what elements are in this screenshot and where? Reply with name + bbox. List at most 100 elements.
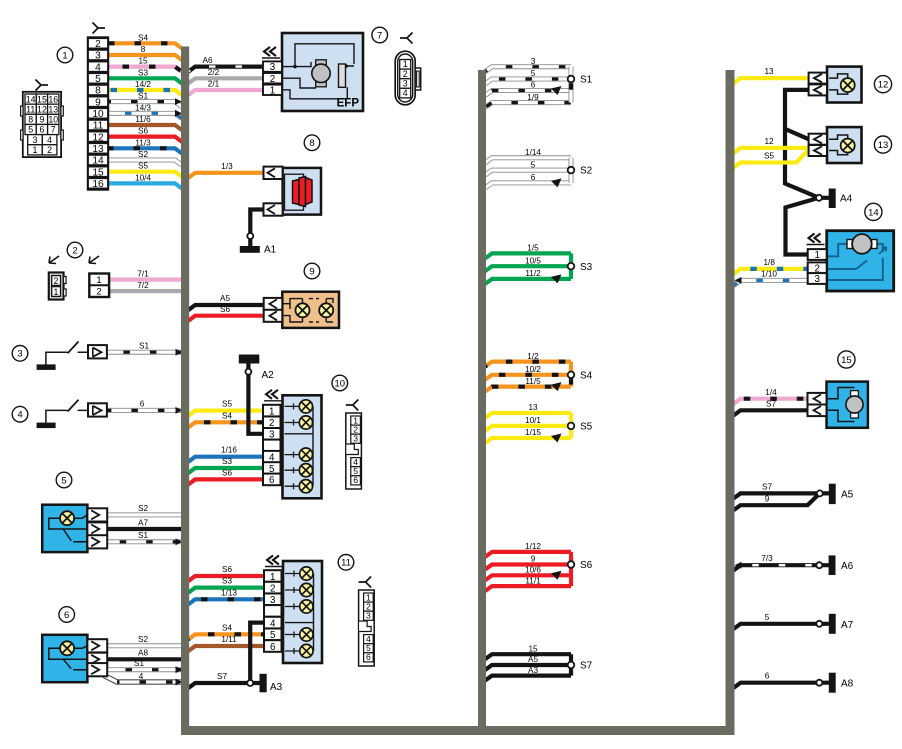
svg-text:S4: S4: [222, 411, 232, 420]
svg-text:4: 4: [47, 135, 52, 145]
svg-text:S5: S5: [222, 400, 232, 409]
svg-text:1/2: 1/2: [527, 352, 539, 361]
svg-text:12: 12: [92, 132, 104, 143]
svg-text:4: 4: [353, 457, 358, 467]
svg-text:4: 4: [139, 672, 144, 681]
svg-text:3: 3: [353, 434, 358, 444]
svg-text:12: 12: [878, 80, 889, 91]
svg-text:6: 6: [64, 610, 69, 621]
svg-text:5: 5: [61, 475, 66, 486]
svg-text:1: 1: [269, 406, 274, 417]
svg-text:2: 2: [270, 74, 275, 85]
svg-text:S7: S7: [217, 672, 227, 681]
svg-text:S2: S2: [580, 166, 593, 177]
svg-text:3: 3: [366, 611, 371, 621]
svg-text:6: 6: [39, 125, 44, 135]
svg-text:1: 1: [403, 59, 408, 69]
svg-text:3: 3: [269, 430, 275, 441]
svg-text:8: 8: [309, 138, 314, 149]
svg-text:14: 14: [26, 94, 36, 104]
svg-text:3: 3: [270, 595, 276, 606]
svg-text:9: 9: [95, 97, 101, 108]
svg-text:15: 15: [138, 57, 148, 66]
svg-text:S1: S1: [138, 531, 148, 540]
svg-text:13: 13: [878, 140, 889, 151]
svg-text:1: 1: [62, 50, 67, 61]
svg-text:11/3: 11/3: [135, 138, 151, 147]
svg-text:4: 4: [366, 634, 371, 644]
svg-text:9: 9: [765, 494, 770, 503]
svg-text:14: 14: [92, 156, 104, 167]
svg-text:S6: S6: [222, 565, 232, 574]
svg-text:6: 6: [270, 642, 276, 653]
svg-text:3: 3: [270, 62, 276, 73]
svg-text:15: 15: [841, 355, 852, 366]
svg-text:1/15: 1/15: [525, 428, 541, 437]
svg-text:10/6: 10/6: [525, 566, 541, 575]
svg-text:1: 1: [270, 85, 275, 96]
svg-text:6: 6: [765, 672, 770, 681]
svg-text:2: 2: [54, 276, 59, 286]
svg-text:1/10: 1/10: [761, 270, 777, 279]
svg-text:10/1: 10/1: [525, 416, 541, 425]
svg-text:A5: A5: [841, 489, 854, 500]
svg-text:15: 15: [92, 167, 104, 178]
svg-text:S4: S4: [138, 33, 148, 42]
svg-text:S5: S5: [138, 162, 148, 171]
svg-text:S2: S2: [138, 150, 148, 159]
svg-text:3: 3: [17, 349, 22, 360]
svg-text:15: 15: [528, 644, 538, 653]
svg-text:5: 5: [765, 613, 770, 622]
svg-text:4: 4: [95, 62, 101, 73]
svg-text:2: 2: [95, 39, 101, 50]
svg-text:2: 2: [270, 583, 275, 594]
svg-text:S6: S6: [580, 560, 593, 571]
svg-text:A7: A7: [138, 518, 148, 527]
svg-text:14/2: 14/2: [135, 80, 151, 89]
svg-text:7: 7: [377, 30, 382, 41]
svg-text:6: 6: [140, 400, 145, 409]
svg-text:2/2: 2/2: [208, 68, 220, 77]
svg-text:5: 5: [353, 466, 358, 476]
svg-text:A1: A1: [264, 245, 277, 256]
svg-text:9: 9: [309, 266, 314, 277]
svg-text:S1: S1: [134, 659, 144, 668]
svg-text:6: 6: [531, 81, 536, 90]
svg-text:2: 2: [96, 286, 101, 297]
svg-text:11: 11: [26, 104, 35, 114]
svg-text:7: 7: [51, 125, 56, 135]
svg-text:S7: S7: [766, 400, 776, 409]
svg-text:1: 1: [33, 145, 38, 155]
svg-text:5: 5: [269, 464, 275, 475]
svg-text:14/3: 14/3: [135, 103, 151, 112]
svg-text:A5: A5: [528, 655, 538, 664]
svg-text:1/11: 1/11: [221, 635, 237, 644]
svg-text:8: 8: [28, 115, 33, 125]
svg-text:2: 2: [47, 145, 52, 155]
svg-text:S2: S2: [138, 504, 148, 513]
svg-text:S6: S6: [222, 468, 232, 477]
svg-text:4: 4: [269, 453, 275, 464]
svg-text:10/4: 10/4: [135, 173, 151, 182]
svg-text:S1: S1: [139, 342, 149, 351]
svg-text:16: 16: [48, 94, 58, 104]
svg-text:1/9: 1/9: [527, 93, 539, 102]
svg-text:1/3: 1/3: [221, 162, 233, 171]
svg-text:1: 1: [270, 572, 275, 583]
svg-text:11: 11: [93, 121, 104, 132]
svg-text:14: 14: [868, 207, 879, 218]
svg-text:2: 2: [403, 69, 408, 79]
svg-text:15: 15: [37, 94, 47, 104]
svg-text:2: 2: [814, 264, 819, 275]
svg-text:6: 6: [269, 475, 275, 486]
svg-text:2/1: 2/1: [208, 80, 220, 89]
svg-text:1/8: 1/8: [764, 258, 776, 267]
svg-text:A6: A6: [202, 56, 212, 65]
svg-text:12: 12: [37, 104, 47, 114]
svg-text:9: 9: [39, 115, 44, 125]
svg-text:4: 4: [403, 88, 408, 98]
svg-text:16: 16: [92, 179, 104, 190]
svg-text:1/4: 1/4: [765, 388, 777, 397]
svg-text:S7: S7: [580, 661, 593, 672]
svg-text:A3: A3: [270, 682, 283, 693]
